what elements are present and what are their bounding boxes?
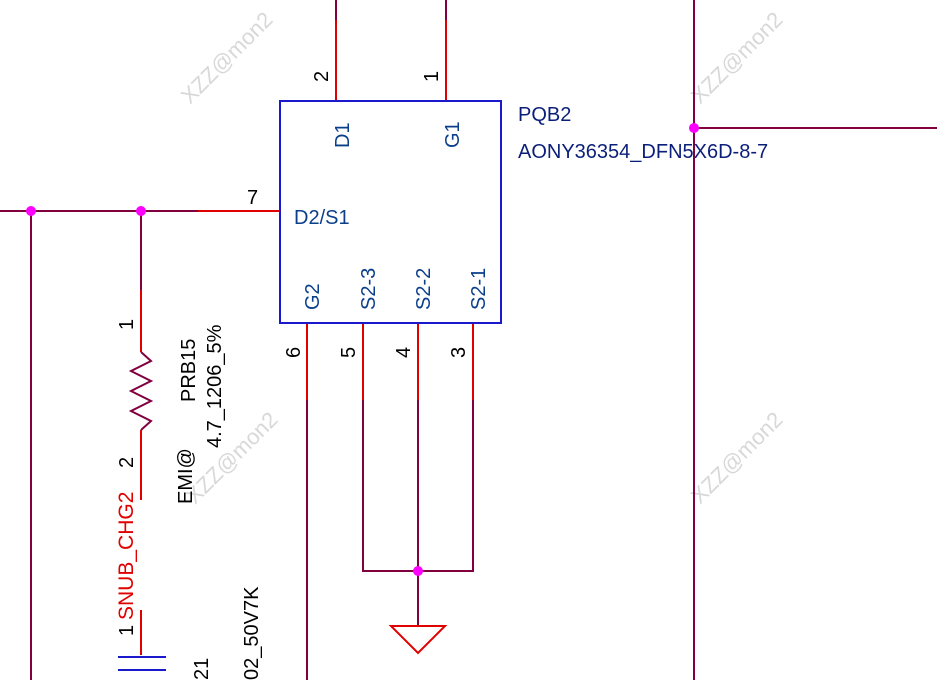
pin-name-g2: G2 (302, 283, 324, 310)
pin-name-g1: G1 (442, 121, 464, 148)
resistor-variant: EMI@ (175, 448, 197, 504)
pin-number-d2s1: 7 (247, 187, 258, 209)
pin-number-g1: 1 (421, 71, 443, 82)
pin-number-s2-1: 3 (448, 347, 470, 358)
junctions (26, 123, 699, 576)
pin-number-g2: 6 (283, 347, 305, 358)
resistor-value: 4.7_1206_5% (204, 324, 226, 448)
mosfet-body[interactable] (279, 100, 502, 324)
pin-number-s2-2: 4 (393, 347, 415, 358)
watermark: XZZ@mon2 (686, 7, 788, 109)
mosfet-part-number: AONY36354_DFN5X6D-8-7 (518, 141, 768, 163)
pin-name-s2-1: S2-1 (468, 268, 490, 310)
ground-symbol[interactable] (388, 625, 448, 655)
pin-number-d1: 2 (311, 71, 333, 82)
capacitor-refdes: 21 (191, 658, 213, 680)
net-label-snub-chg2: SNUB_CHG2 (115, 492, 138, 620)
capacitor-symbol[interactable] (118, 656, 166, 671)
resistor-symbol[interactable] (128, 351, 154, 431)
pin-name-d1: D1 (332, 122, 354, 148)
watermarks: XZZ@mon2 XZZ@mon2 XZZ@mon2 XZZ@mon2 (176, 7, 788, 509)
junction-dot (413, 566, 423, 576)
mosfet-refdes: PQB2 (518, 104, 571, 126)
junction-dot (689, 123, 699, 133)
pin-name-s2-3: S2-3 (358, 268, 380, 310)
junction-dot (26, 206, 36, 216)
resistor-pin2-number: 2 (116, 457, 138, 468)
watermark: XZZ@mon2 (686, 407, 788, 509)
pin-number-s2-3: 5 (338, 347, 360, 358)
watermark: XZZ@mon2 (176, 7, 278, 109)
pin-name-d2s1: D2/S1 (294, 207, 350, 229)
pin-name-s2-2: S2-2 (413, 268, 435, 310)
resistor-pin1-number: 1 (116, 319, 138, 330)
capacitor-pin1-number: 1 (116, 625, 138, 636)
junction-dot (136, 206, 146, 216)
resistor-refdes: PRB15 (178, 339, 200, 402)
capacitor-value: 02_50V7K (241, 586, 263, 680)
pin-leads (140, 20, 474, 655)
